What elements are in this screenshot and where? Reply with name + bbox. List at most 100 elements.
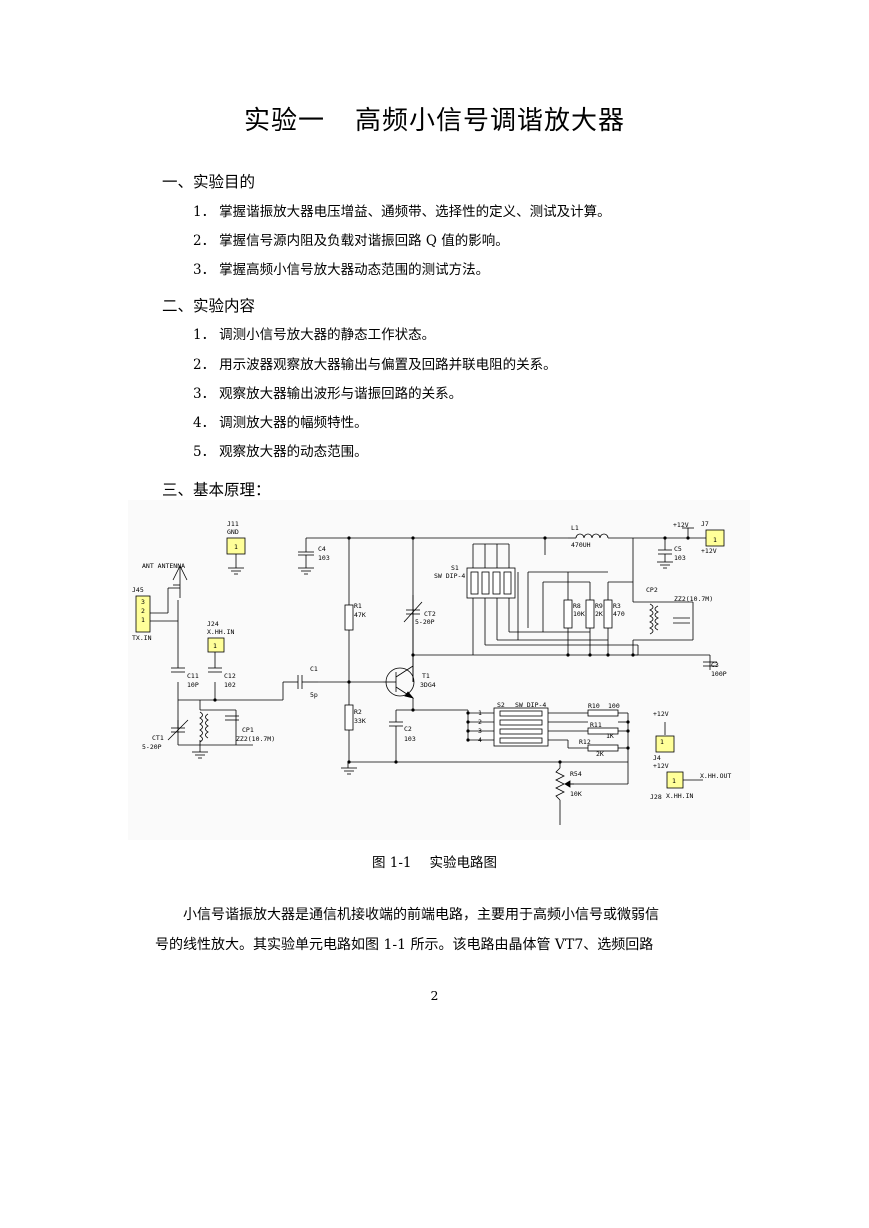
label-ct1v: 5-20P <box>142 743 162 751</box>
label-c4v: 103 <box>318 554 330 562</box>
label-gnd: GND <box>227 528 239 536</box>
capacitor-c2 <box>389 721 403 736</box>
label-c1v: 5p <box>310 691 318 699</box>
capacitor-c11 <box>171 667 185 673</box>
label-plus12v: +12V <box>673 521 689 529</box>
label-j7-pin: 1 <box>713 536 717 544</box>
label-r2v: 33K <box>354 717 366 725</box>
resistor-r3 <box>603 599 613 629</box>
label-pin2b: 2 <box>478 718 482 726</box>
label-xhout: X.HH.OUT <box>700 772 731 780</box>
label-s2: S2 <box>497 701 505 709</box>
label-t1v: 3DG4 <box>420 681 436 689</box>
page-number: 2 <box>430 988 439 1003</box>
ground-icon <box>228 567 244 575</box>
antenna-icon <box>172 565 188 581</box>
label-c5: C5 <box>674 545 682 553</box>
label-ct1: CT1 <box>152 734 164 742</box>
label-j11: J11 <box>227 520 239 528</box>
label-c5v: 103 <box>674 554 686 562</box>
label-s2v: SW DIP-4 <box>515 701 546 709</box>
ground-icon <box>657 561 673 569</box>
label-j28: J28 <box>650 793 662 801</box>
label-j24-pin: 1 <box>213 642 217 650</box>
list-item: 2．掌握信号源内阻及负载对谐振回路 Q 值的影响。 <box>193 233 509 249</box>
label-c4: C4 <box>318 545 326 553</box>
resistor-r8 <box>563 599 573 629</box>
label-cp2v: ZZ2(10.7M) <box>674 595 713 603</box>
label-r54v: 10K <box>570 790 582 798</box>
label-j28-pin: 1 <box>672 777 676 785</box>
label-xhin: X.HH.IN <box>207 628 234 636</box>
label-r3: R3 <box>613 602 621 610</box>
component-labels: J11 GND 1 C4 103 ANT ANTENNA J45 3 2 1 T… <box>132 520 731 801</box>
label-j45: J45 <box>132 586 144 594</box>
label-c11: C11 <box>187 672 199 680</box>
label-r9v: 2K <box>595 610 603 618</box>
resistor-r9 <box>585 599 595 629</box>
variable-capacitor-ct1 <box>167 719 189 741</box>
ground-icon <box>298 567 314 575</box>
resistor-r1 <box>344 604 354 631</box>
label-j24: J24 <box>207 620 219 628</box>
body-paragraph-line-1: 小信号谐振放大器是通信机接收端的前端电路，主要用于高频小信号或微弱信 <box>183 907 659 923</box>
list-item: 2．用示波器观察放大器输出与偏置及回路并联电阻的关系。 <box>193 357 557 373</box>
potentiometer-r54 <box>555 767 574 801</box>
tank-cp1 <box>199 711 239 743</box>
inductor-l1 <box>575 533 609 539</box>
label-pin4b: 4 <box>478 736 482 744</box>
label-xhin2: X.HH.IN <box>666 792 693 800</box>
label-pin1: 1 <box>141 616 145 624</box>
label-t1: T1 <box>422 672 430 680</box>
transistor-t1 <box>383 665 415 699</box>
label-txin: TX.IN <box>132 634 152 642</box>
label-r1: R1 <box>354 602 362 610</box>
label-r12v: 2K <box>596 750 604 758</box>
label-r9: R9 <box>595 602 603 610</box>
j4-connector <box>655 735 675 753</box>
label-c3v: 100P <box>711 670 727 678</box>
j7-connector <box>705 529 725 547</box>
page-title: 实验一高频小信号调谐放大器 <box>0 100 869 137</box>
tank-cp2 <box>649 603 690 635</box>
variable-capacitor-ct2 <box>403 601 423 623</box>
label-r10v: 100 <box>608 702 620 710</box>
label-j11-pin: 1 <box>234 543 238 551</box>
label-l1v: 470UH <box>571 541 591 549</box>
label-cp1v: ZZ2(10.7M) <box>236 735 275 743</box>
label-r54: R54 <box>570 770 582 778</box>
capacitor-c4 <box>298 548 314 568</box>
label-c12v: 102 <box>224 681 236 689</box>
figure-caption-text: 实验电路图 <box>429 855 498 871</box>
label-j4: J4 <box>653 754 661 762</box>
label-s1v: SW DIP-4 <box>434 572 465 580</box>
label-plus12v-2: +12V <box>701 547 717 555</box>
body-paragraph-line-2: 号的线性放大。其实验单元电路如图 1-1 所示。该电路由晶体管 VT7、选频回路 <box>155 937 654 953</box>
j24-connector <box>207 637 225 653</box>
ground-icon <box>341 767 357 775</box>
junctions <box>213 536 690 764</box>
label-ct2v: 5-20P <box>415 618 435 626</box>
figure-number: 图 1-1 <box>371 855 412 871</box>
label-r11: R11 <box>590 721 602 729</box>
label-ant: ANT ANTENNA <box>142 562 185 570</box>
label-c11v: 10P <box>187 681 199 689</box>
label-r10: R10 <box>588 702 600 710</box>
j28-connector <box>666 771 684 789</box>
label-l1: L1 <box>571 524 579 532</box>
capacitor-c1 <box>297 675 318 689</box>
label-ct2: CT2 <box>424 610 436 618</box>
label-r2: R2 <box>354 708 362 716</box>
capacitor-c3 <box>703 661 717 667</box>
dip-switch-s1 <box>466 567 516 599</box>
label-s1: S1 <box>451 564 459 572</box>
label-j7: J7 <box>701 520 709 528</box>
section-heading-objective: 一、实验目的 <box>162 173 256 191</box>
label-c3: C3 <box>711 661 719 669</box>
resistor-r10 <box>587 709 619 717</box>
label-pin3: 3 <box>141 598 145 606</box>
label-c2v: 103 <box>404 735 416 743</box>
resistor-r12 <box>587 744 619 752</box>
label-plus12v-3: +12V <box>653 710 669 718</box>
label-r1v: 47K <box>354 611 366 619</box>
